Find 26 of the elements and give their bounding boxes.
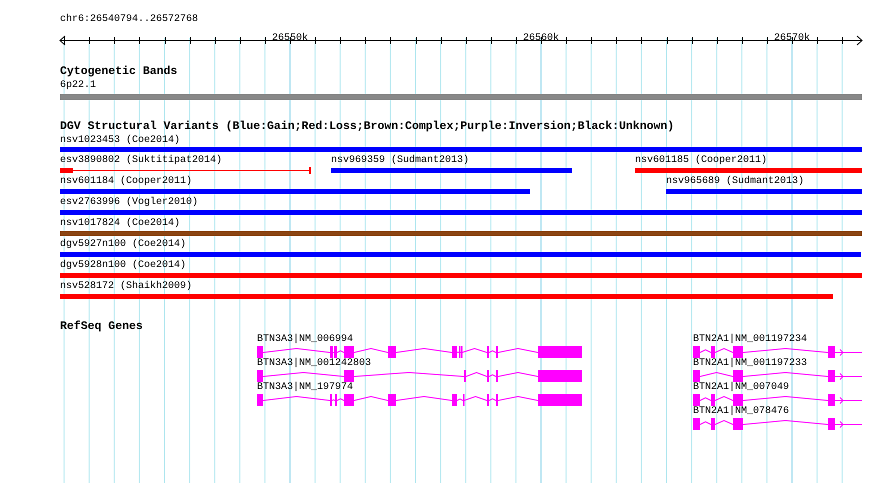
variant-label: nsv1017824 (Coe2014) — [60, 218, 180, 230]
transcript-label: BTN2A1|NM_078476 — [693, 406, 790, 418]
tick-label: 26560k — [523, 33, 560, 45]
track-heading: RefSeq Genes — [60, 321, 143, 333]
variant-label: nsv1023453 (Coe2014) — [60, 135, 180, 147]
coordinate-label: chr6:26540794..26572768 — [60, 14, 198, 26]
transcript-label: BTN3A3|NM_197974 — [257, 382, 354, 394]
variant-label: nsv528172 (Shaikh2009) — [60, 281, 192, 293]
track-heading: DGV Structural Variants (Blue:Gain;Red:Loss;Brown:Complex;Purple:Inversion;Black:Unknown) — [60, 121, 674, 133]
variant-label: nsv969359 (Sudmant2013) — [331, 155, 470, 167]
transcript-label: BTN2A1|NM_007049 — [693, 382, 790, 394]
variant-label: esv3890802 (Suktitipat2014) — [60, 155, 222, 167]
variant-label: esv2763996 (Vogler2010) — [60, 197, 198, 209]
variant-label: dgv5928n100 (Coe2014) — [60, 260, 186, 272]
track-heading: Cytogenetic Bands — [60, 66, 178, 78]
variant-label: dgv5927n100 (Coe2014) — [60, 239, 186, 251]
transcript-label: BTN3A3|NM_001242803 — [257, 358, 372, 370]
transcript-label: BTN3A3|NM_006994 — [257, 334, 354, 346]
transcript-label: BTN2A1|NM_001197234 — [693, 334, 808, 346]
variant-label: nsv601184 (Cooper2011) — [60, 176, 192, 188]
variant-label: nsv601185 (Cooper2011) — [635, 155, 768, 167]
transcript-label: BTN2A1|NM_001197233 — [693, 358, 808, 370]
band-label: 6p22.1 — [60, 80, 96, 92]
tick-label: 26550k — [272, 33, 308, 45]
variant-label: nsv965689 (Sudmant2013) — [666, 176, 804, 188]
tick-label: 26570k — [774, 33, 810, 45]
